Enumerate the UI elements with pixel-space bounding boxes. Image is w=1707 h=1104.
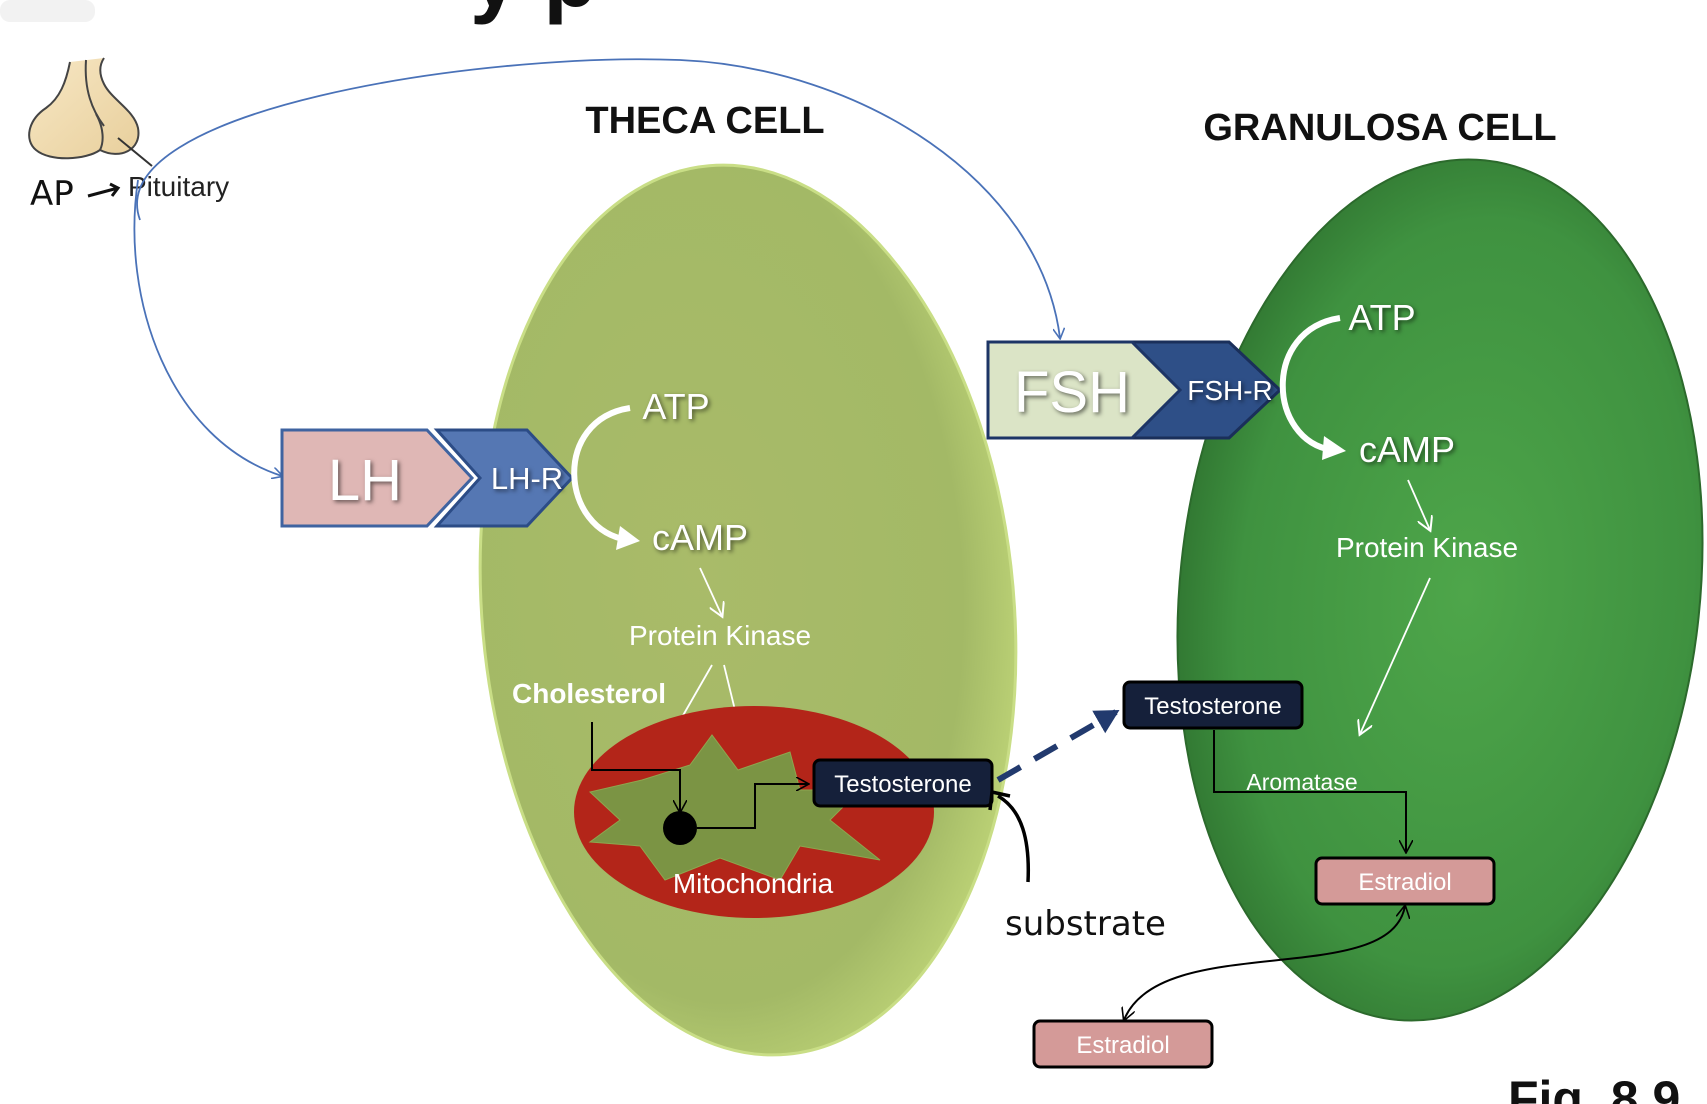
granulosa-protein-kinase-label: Protein Kinase	[1336, 532, 1518, 563]
theca-atp-label: ATP	[642, 386, 709, 427]
fsh-hormone-box	[986, 340, 1183, 440]
cholesterol-to-enzyme-line	[591, 722, 680, 812]
enzyme-to-testosterone-line	[697, 784, 808, 829]
granulosa-testosterone-box	[1122, 680, 1304, 730]
lh-receptor-complex	[280, 428, 575, 528]
ap-arrow-icon	[87, 182, 121, 198]
lh-label: LH	[328, 448, 402, 513]
lh-receptor-chevron	[433, 428, 575, 528]
aromatase-label: Aromatase	[1246, 769, 1357, 795]
circulating-estradiol-box	[1032, 1019, 1214, 1069]
substrate-pointer-arrow	[997, 794, 1031, 883]
granulosa-atp-camp-arrow	[1279, 315, 1341, 453]
granulosa-cell-body	[1176, 158, 1704, 1022]
granulosa-estradiol-label: Estradiol	[1358, 869, 1451, 896]
granulosa-atp-camp-arrowhead	[1322, 436, 1346, 460]
theca-testosterone-label: Testosterone	[834, 771, 971, 798]
cropped-heading-text: y p	[470, 0, 597, 25]
granulosa-camp-to-kinase-arrow	[1407, 479, 1430, 530]
pituitary-to-lh-connector	[133, 179, 282, 476]
granulosa-testosterone-label: Testosterone	[1144, 693, 1281, 720]
granulosa-camp-label: cAMP	[1359, 429, 1455, 470]
theca-camp-to-kinase-arrow	[699, 567, 722, 616]
granulosa-cell-title: GRANULOSA CELL	[1203, 107, 1556, 149]
theca-camp-label: cAMP	[652, 517, 748, 558]
aromatase-conversion-line	[1213, 730, 1406, 852]
theca-cell-body	[478, 163, 1018, 1057]
fsh-label: FSH	[1014, 360, 1130, 425]
mitochondria-label: Mitochondria	[673, 868, 834, 899]
estradiol-secretion-arrow	[1124, 906, 1405, 1020]
circulating-estradiol-label: Estradiol	[1076, 1032, 1169, 1059]
lh-hormone-box	[280, 428, 475, 528]
fsh-r-label: FSH-R	[1187, 375, 1273, 406]
theca-cell-title: THECA CELL	[585, 100, 824, 142]
mitochondria-inner-cristae	[588, 734, 881, 881]
granulosa-atp-label: ATP	[1348, 297, 1415, 338]
cropped-corner-shape	[0, 0, 95, 22]
ap-label: AP	[30, 174, 74, 214]
substrate-pointer-arrowhead	[988, 789, 1011, 811]
figure-label: Fig. 8.9	[1508, 1071, 1680, 1104]
cleavage-enzyme-dot	[663, 811, 697, 845]
cholesterol-label: Cholesterol	[512, 678, 666, 709]
lh-r-label: LH-R	[491, 461, 563, 496]
pituitary-to-fsh-connector	[136, 58, 1060, 338]
kinase-to-aromatase-arrow	[1360, 577, 1431, 734]
cropped-page-heading: y p	[470, 0, 597, 25]
pituitary-label: Pituitary	[128, 171, 229, 202]
testosterone-transfer-arrow	[996, 709, 1120, 783]
theca-atp-camp-arrow	[571, 405, 631, 543]
pituitary-gland-icon	[28, 57, 153, 167]
fsh-receptor-complex	[986, 340, 1283, 440]
substrate-annotation: substrate	[1005, 904, 1166, 944]
theca-testosterone-box	[812, 758, 994, 808]
theca-protein-kinase-label: Protein Kinase	[629, 620, 811, 651]
theca-atp-camp-arrowhead	[616, 526, 640, 550]
